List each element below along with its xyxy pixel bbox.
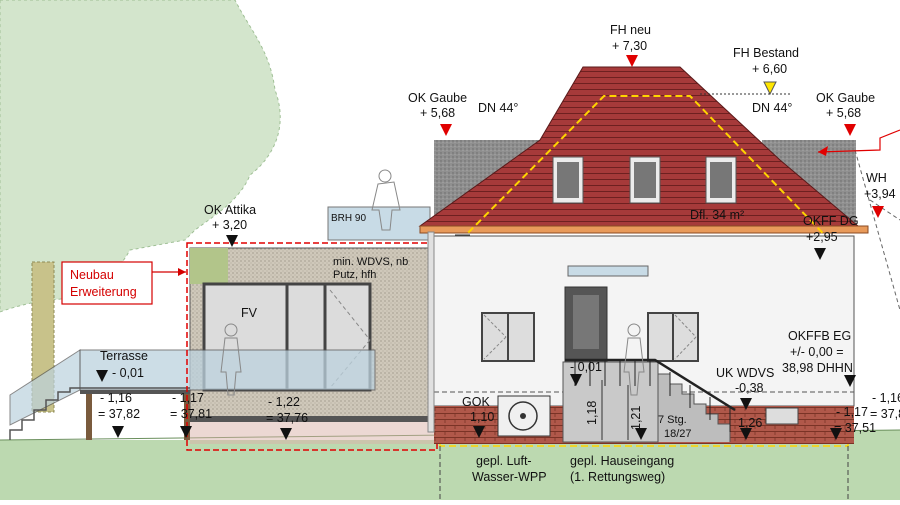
label-fh-neu-value: + 7,30 — [612, 39, 647, 53]
marker-uk-wdvs — [740, 398, 752, 410]
label-stairs-1: 7 Stg. — [658, 414, 687, 426]
label-ok-attika: OK Attika — [204, 203, 256, 217]
label-brh: BRH 90 — [331, 213, 366, 224]
marker-fh-neu — [626, 55, 638, 67]
window-right — [647, 312, 699, 362]
marker-fh-bestand — [763, 81, 777, 96]
label-dim-121: 1,21 — [629, 406, 643, 430]
marker-ok-gaube-right — [844, 124, 856, 136]
basement-window — [765, 407, 799, 425]
marker-okffb-eg — [844, 375, 856, 387]
label-entrance-1: gepl. Hauseingang — [570, 454, 674, 468]
door-panel — [573, 295, 599, 349]
label-fh-bestand-value: + 6,60 — [752, 62, 787, 76]
label-ok-gaube-right-value: + 5,68 — [826, 106, 861, 120]
label-door-level: - 0,01 — [570, 360, 602, 374]
downpipe — [427, 231, 435, 433]
label-lvl3b: = 37,76 — [266, 411, 308, 425]
label-lvl2b: = 37,81 — [170, 407, 212, 421]
tree-shape — [0, 0, 281, 313]
neubau-slab — [190, 416, 430, 422]
marker-right-bottom — [830, 428, 842, 440]
label-okff-dg-value: +2,95 — [806, 230, 838, 244]
marker-door — [570, 374, 582, 386]
eaves — [419, 225, 869, 234]
label-wdvs-2: Putz, hfh — [333, 269, 376, 281]
marker-lvl3 — [280, 428, 292, 440]
label-uk-wdvs: UK WDVS — [716, 366, 774, 380]
stair-handrail — [565, 358, 736, 412]
marker-lvl2 — [180, 426, 192, 438]
red-callout — [817, 129, 900, 153]
label-dfl: Dfl. 34 m² — [690, 208, 744, 222]
label-fv: FV — [241, 306, 258, 320]
label-dim-126: 1,26 — [738, 416, 762, 430]
dormer-middle — [629, 156, 661, 204]
label-fh-neu: FH neu — [610, 23, 651, 37]
label-gok: GOK — [462, 395, 490, 409]
label-lvl2a: - 1,17 — [172, 391, 204, 405]
marker-ok-attika — [226, 235, 238, 247]
marker-stairs — [740, 428, 752, 440]
ground — [0, 430, 900, 500]
label-dn-right: DN 44° — [752, 101, 792, 115]
label-okff-dg: OKFF DG — [803, 214, 859, 228]
label-ok-gaube-left: OK Gaube — [408, 91, 467, 105]
label-right-lvl-a: - 1,16 — [872, 391, 900, 405]
marker-ok-gaube-left — [440, 124, 452, 136]
label-ok-gaube-left-value: + 5,68 — [420, 106, 455, 120]
label-stairs-2: 18/27 — [664, 428, 692, 440]
label-fh-bestand: FH Bestand — [733, 46, 799, 60]
person-figure — [220, 169, 645, 396]
label-lvl1b: = 37,82 — [98, 407, 140, 421]
label-neubau: Neubau — [70, 268, 114, 282]
terrace-post — [86, 390, 92, 440]
marker-wh — [872, 206, 884, 218]
label-lvl1a: - 1,16 — [100, 391, 132, 405]
marker-lvl1 — [112, 426, 124, 438]
label-okffb-1: OKFFB EG — [788, 329, 851, 343]
label-dim-118: 1,18 — [585, 401, 599, 425]
label-uk-wdvs-value: -0,38 — [735, 381, 764, 395]
label-terrasse-value: - 0,01 — [112, 366, 144, 380]
label-okffb-2: +/- 0,00 = — [790, 345, 844, 359]
marker-okff-dg — [814, 248, 826, 260]
label-terrasse: Terrasse — [100, 349, 148, 363]
dormer-right — [705, 156, 737, 204]
label-wdvs-1: min. WDVS, nb — [333, 256, 408, 268]
label-okffb-3: 38,98 DHHN — [782, 361, 853, 375]
marker-step1 — [635, 428, 647, 440]
label-right-lvl-b: = 37,8 — [870, 407, 900, 421]
neubau-label-box — [61, 261, 153, 305]
neubau-base-hatch — [190, 422, 435, 444]
glass-railing — [79, 349, 376, 391]
marker-terrasse — [96, 370, 108, 382]
label-ok-gaube-right: OK Gaube — [816, 91, 875, 105]
window-left — [481, 312, 535, 362]
label-erweiterung: Erweiterung — [70, 285, 137, 299]
label-right-lvl-d: = 37,51 — [834, 421, 876, 435]
dormer-left — [552, 156, 584, 204]
label-entrance-2: (1. Rettungsweg) — [570, 470, 665, 484]
label-lvl3a: - 1,22 — [268, 395, 300, 409]
label-wh-value: +3,94 — [864, 187, 896, 201]
label-gok-value: 1,10 — [470, 410, 494, 424]
entrance-canopy — [567, 265, 649, 277]
label-wpp-1: gepl. Luft- — [476, 454, 532, 468]
label-wpp-2: Wasser-WPP — [472, 470, 547, 484]
terrace-stairs — [9, 387, 190, 440]
label-dn-left: DN 44° — [478, 101, 518, 115]
marker-gok — [473, 426, 485, 438]
label-ok-attika-value: + 3,20 — [212, 218, 247, 232]
label-right-lvl-c: - 1,17 — [836, 405, 868, 419]
neubau-green-corner — [190, 248, 228, 284]
label-wh: WH — [866, 171, 887, 185]
existing-roof-outline — [444, 95, 846, 257]
